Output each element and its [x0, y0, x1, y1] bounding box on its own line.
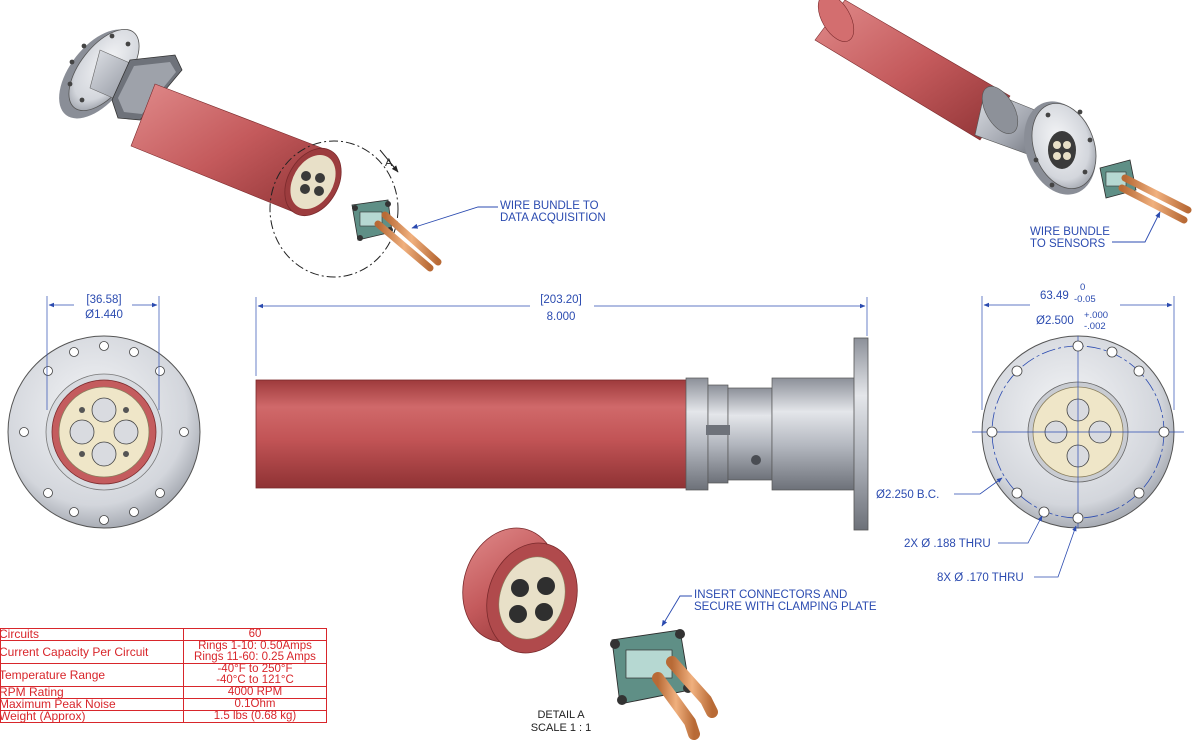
left-connector-cluster: [69, 397, 139, 467]
spec-label: Weight (Approx): [0, 710, 184, 723]
spec-row: Weight (Approx) 1.5 lbs (0.68 kg): [0, 710, 327, 723]
spec-value-line: 1.5 lbs (0.68 kg): [213, 710, 297, 722]
left-dim-mm: [36.58]: [86, 294, 121, 306]
spec-label: Maximum Peak Noise: [0, 698, 184, 711]
wire-bundle-sensors-note-2: TO SENSORS: [1030, 238, 1106, 250]
detail-label: DETAIL A: [537, 709, 585, 721]
side-length-mm: [203.20]: [540, 294, 582, 306]
spec-value: 4000 RPM: [183, 686, 327, 699]
detail-a-view: INSERT CONNECTORS AND SECURE WITH CLAMPI…: [462, 527, 877, 740]
left-dim-in: Ø1.440: [85, 309, 123, 321]
iso-view-left: A WIRE BUNDLE TO DATA ACQUISITION: [59, 28, 606, 278]
hole-2x-note: 2X Ø .188 THRU: [904, 538, 991, 550]
spec-label: Current Capacity Per Circuit: [0, 640, 184, 664]
wire-bundle-daq-note-1: WIRE BUNDLE TO: [500, 200, 599, 212]
wire-bundle-daq-note-2: DATA ACQUISITION: [500, 212, 606, 224]
detail-a-callout-letter: A: [385, 157, 393, 169]
spec-row: Maximum Peak Noise 0.1Ohm: [0, 698, 327, 711]
detail-note-1: INSERT CONNECTORS AND: [694, 589, 847, 601]
spec-value: 60: [183, 628, 327, 641]
right-flange-mm-tol-upper: 0: [1080, 282, 1085, 293]
spec-value: 1.5 lbs (0.68 kg): [183, 710, 327, 723]
spec-value-line: 4000 RPM: [227, 686, 283, 698]
spec-value-line: 0.1Ohm: [234, 698, 276, 710]
spec-row: Circuits 60: [0, 628, 327, 641]
right-flange-in-tol-upper: +.000: [1084, 310, 1108, 321]
detail-scale: SCALE 1 : 1: [531, 722, 592, 734]
right-flange-mm: 63.49: [1040, 290, 1069, 302]
left-end-view: [36.58] Ø1.440: [7, 294, 201, 529]
wire-bundle-sensors-note-1: WIRE BUNDLE: [1030, 226, 1110, 238]
spec-label: Temperature Range: [0, 663, 184, 687]
spec-value: -40°F to 250°F-40°C to 121°C: [183, 663, 327, 687]
side-length-in: 8.000: [547, 311, 576, 323]
spec-value: 0.1Ohm: [183, 698, 327, 711]
spec-row: Temperature Range-40°F to 250°F-40°C to …: [0, 663, 327, 687]
spec-value-line: 60: [248, 628, 262, 640]
hole-8x-note: 8X Ø .170 THRU: [937, 572, 1024, 584]
right-end-view: 63.49 0 -0.05 Ø2.500 +.000 -.002 Ø2.250 …: [876, 282, 1184, 584]
side-red-tube: [255, 379, 689, 489]
left-flange-holes: [19, 341, 189, 525]
detail-note-2: SECURE WITH CLAMPING PLATE: [694, 601, 877, 613]
spec-value-line: -40°F to 250°F: [217, 663, 293, 675]
spec-value-line: Rings 1-10: 0.50Amps: [198, 640, 312, 652]
side-view: [203.20] 8.000: [255, 294, 869, 531]
right-flange-holes: [986, 340, 1170, 524]
spec-value-line: -40°C to 121°C: [216, 674, 294, 686]
spec-value-line: Rings 11-60: 0.25 Amps: [194, 651, 316, 663]
detail-connector-group: [610, 629, 718, 740]
wire-bundle-daq-part: [351, 199, 442, 272]
bolt-circle-note: Ø2.250 B.C.: [876, 489, 939, 501]
iso-view-right: WIRE BUNDLE TO SENSORS: [814, 0, 1192, 250]
right-flange-in-tol-lower: -.002: [1084, 321, 1106, 332]
side-flange: [853, 337, 869, 531]
spec-label: Circuits: [0, 628, 184, 641]
wire-bundle-sensors-part: [1099, 159, 1192, 224]
right-flange-in: Ø2.500: [1036, 315, 1074, 327]
right-flange-mm-tol-lower: -0.05: [1074, 294, 1096, 305]
detail-a-callout-circle: [269, 140, 399, 278]
